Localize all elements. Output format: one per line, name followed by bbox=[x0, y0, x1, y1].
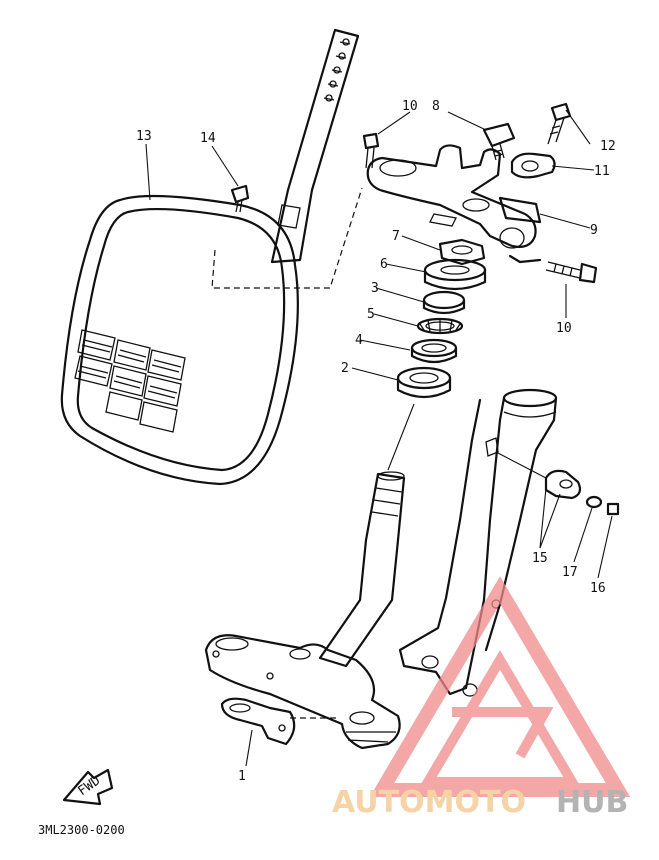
watermark-text-automoto: AUTOMOTO bbox=[332, 785, 526, 820]
watermark: AUTOMOTO HUB bbox=[332, 576, 631, 820]
bearing-race-upper bbox=[422, 290, 466, 315]
callout-15: 15 bbox=[532, 551, 548, 566]
upper-bracket bbox=[366, 144, 542, 264]
lower-bearing bbox=[396, 366, 452, 399]
bracket-bolt-upper bbox=[362, 132, 380, 169]
callout-labels: 1 2 3 4 5 6 7 8 9 10 10 11 12 13 14 15 1… bbox=[136, 99, 616, 784]
callout-16: 16 bbox=[590, 581, 606, 596]
fork-clamp bbox=[544, 469, 582, 500]
diagram-code: 3ML2300-0200 bbox=[38, 823, 125, 837]
callout-6: 6 bbox=[380, 257, 388, 272]
callout-9: 9 bbox=[590, 223, 598, 238]
callout-14: 14 bbox=[200, 131, 216, 146]
callout-8: 8 bbox=[432, 99, 440, 114]
callout-3: 3 bbox=[371, 281, 379, 296]
handlebar-holder bbox=[510, 152, 556, 179]
watermark-text-hub: HUB bbox=[556, 785, 628, 820]
bracket-bolt-lower bbox=[545, 261, 598, 284]
bearing-cover bbox=[423, 258, 487, 291]
callout-2: 2 bbox=[341, 361, 349, 376]
bearing-race-lower bbox=[410, 338, 458, 364]
holder-bolt bbox=[547, 102, 572, 145]
callout-17: 17 bbox=[562, 565, 578, 580]
steering-nut bbox=[438, 238, 486, 266]
callout-4: 4 bbox=[355, 333, 363, 348]
fork-tube bbox=[398, 388, 558, 697]
washer bbox=[585, 495, 603, 509]
number-plate bbox=[60, 28, 363, 486]
leader-lines bbox=[145, 109, 613, 767]
callout-13: 13 bbox=[136, 129, 152, 144]
callout-5: 5 bbox=[367, 307, 375, 322]
callout-12: 12 bbox=[600, 139, 616, 154]
callout-11: 11 bbox=[594, 164, 610, 179]
under-bracket bbox=[204, 471, 406, 750]
watermark-logo-icon bbox=[369, 576, 631, 797]
callout-10-upper: 10 bbox=[402, 99, 418, 114]
clamp-bolt bbox=[482, 122, 516, 161]
fwd-arrow: FWD bbox=[62, 768, 114, 806]
screw bbox=[606, 502, 620, 516]
callout-1: 1 bbox=[238, 769, 246, 784]
callout-10-lower: 10 bbox=[556, 321, 572, 336]
plate-bolt bbox=[230, 184, 250, 213]
ball-bearing bbox=[416, 317, 464, 335]
callout-7: 7 bbox=[392, 229, 400, 244]
